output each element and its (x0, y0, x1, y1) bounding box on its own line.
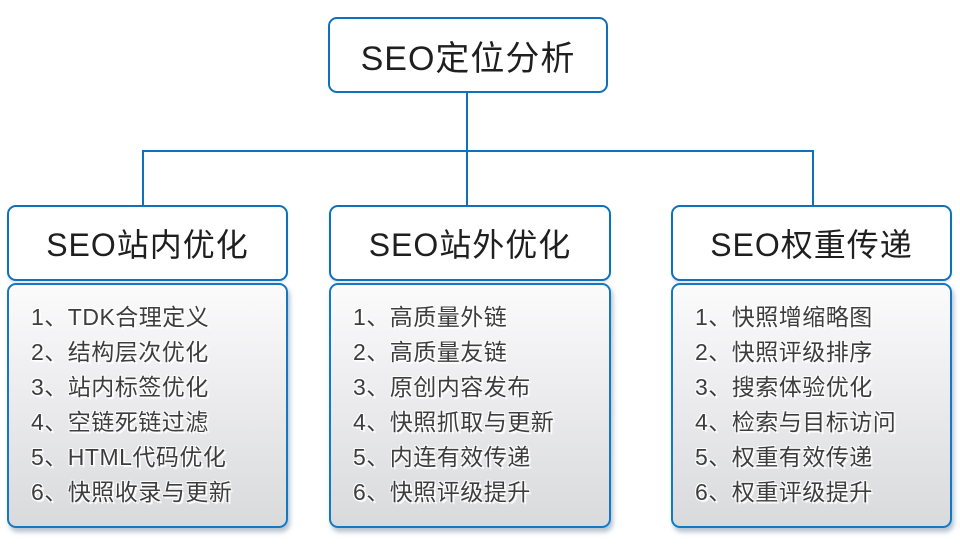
branch-item-list: 1、TDK合理定义 2、结构层次优化 3、站内标签优化 4、空链死链过滤 5、H… (7, 283, 288, 528)
list-item: 6、快照收录与更新 (31, 479, 233, 505)
list-item: 2、快照评级排序 (695, 339, 873, 365)
list-item: 4、快照抓取与更新 (353, 409, 555, 435)
list-item: 3、站内标签优化 (31, 374, 209, 400)
list-item: 3、原创内容发布 (353, 374, 531, 400)
list-item: 1、TDK合理定义 (31, 304, 210, 330)
branch-offsite-optimization: SEO站外优化 1、高质量外链 2、高质量友链 3、原创内容发布 4、快照抓取与… (329, 205, 611, 528)
list-item: 3、搜索体验优化 (695, 374, 873, 400)
root-node: SEO定位分析 (328, 17, 608, 93)
branch-onsite-optimization: SEO站内优化 1、TDK合理定义 2、结构层次优化 3、站内标签优化 4、空链… (7, 205, 288, 528)
connector-horizontal (142, 150, 814, 152)
branch-header: SEO站外优化 (329, 205, 611, 281)
branch-title: SEO权重传递 (710, 227, 913, 263)
list-item: 4、空链死链过滤 (31, 409, 209, 435)
connector-drop-left (142, 151, 144, 205)
list-item: 5、HTML代码优化 (31, 444, 227, 470)
branch-weight-transfer: SEO权重传递 1、快照增缩略图 2、快照评级排序 3、搜索体验优化 4、检索与… (671, 205, 952, 528)
list-item: 2、结构层次优化 (31, 339, 209, 365)
connector-drop-center (466, 151, 468, 205)
branch-item-list: 1、高质量外链 2、高质量友链 3、原创内容发布 4、快照抓取与更新 5、内连有… (329, 283, 611, 528)
list-item: 2、高质量友链 (353, 339, 508, 365)
branch-title: SEO站外优化 (368, 227, 572, 263)
connector-drop-right (812, 151, 814, 205)
branch-header: SEO站内优化 (7, 205, 288, 281)
list-item: 6、权重评级提升 (695, 479, 873, 505)
branch-title: SEO站内优化 (46, 227, 249, 263)
connector-root-vertical (466, 93, 468, 151)
root-node-title: SEO定位分析 (360, 39, 576, 78)
list-item: 1、快照增缩略图 (695, 304, 873, 330)
list-item: 5、权重有效传递 (695, 444, 873, 470)
branch-header: SEO权重传递 (671, 205, 952, 281)
branch-item-list: 1、快照增缩略图 2、快照评级排序 3、搜索体验优化 4、检索与目标访问 5、权… (671, 283, 952, 528)
list-item: 6、快照评级提升 (353, 479, 531, 505)
list-item: 5、内连有效传递 (353, 444, 531, 470)
list-item: 1、高质量外链 (353, 304, 508, 330)
list-item: 4、检索与目标访问 (695, 409, 897, 435)
